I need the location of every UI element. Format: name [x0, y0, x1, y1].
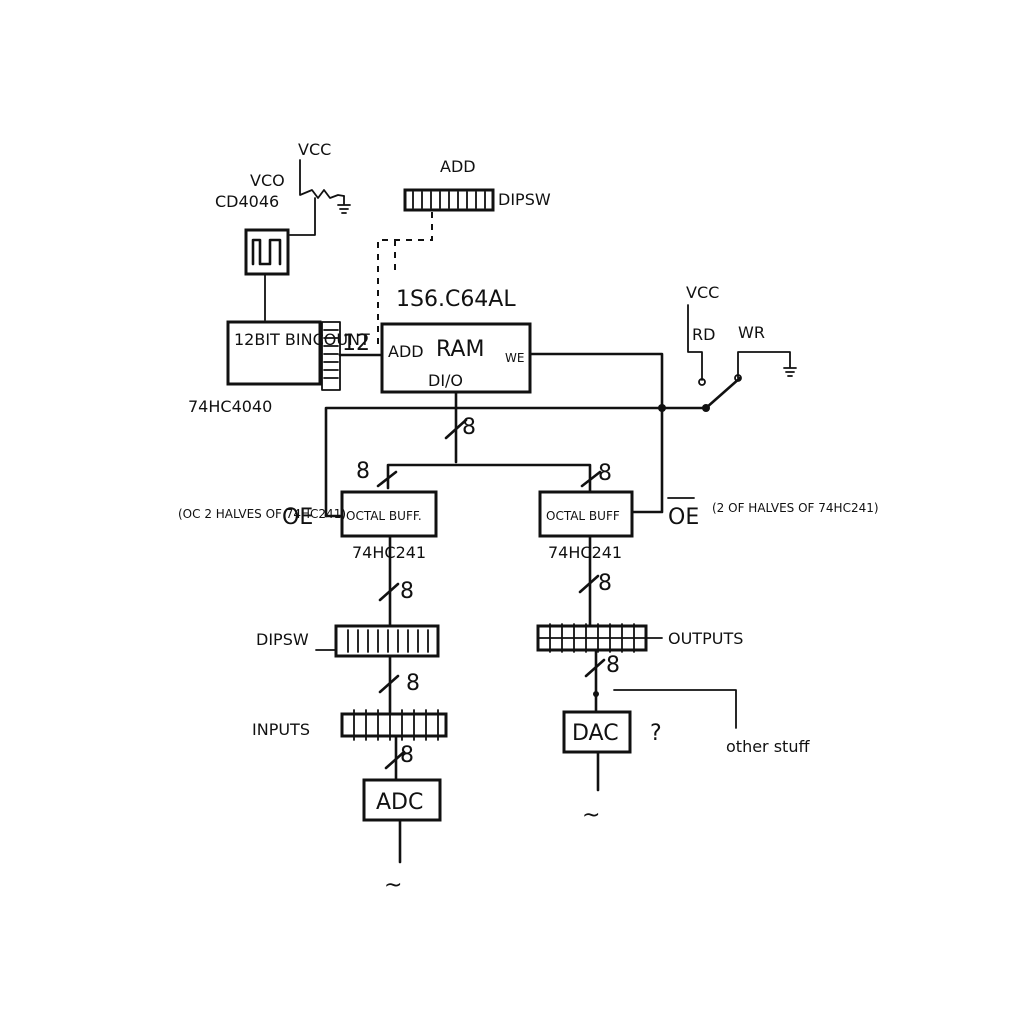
bus-left-slash	[376, 470, 398, 488]
bus-right-label: 8	[598, 461, 612, 486]
counter-bus-pins	[323, 329, 339, 379]
dipsw-top-label: DIPSW	[498, 190, 551, 209]
switch-lever	[704, 376, 742, 410]
vco-feed-wire	[289, 197, 316, 236]
bus-right-slash	[580, 470, 602, 488]
other-stuff-label: other stuff	[726, 737, 810, 756]
ram-addr-pin: ADD	[388, 342, 424, 361]
question-mark: ?	[650, 721, 662, 746]
data-bus-split	[386, 463, 592, 494]
bus-main-label: 8	[462, 415, 476, 440]
output-connector-pins	[537, 623, 647, 653]
bus-l3-label: 8	[406, 671, 420, 696]
dipswitch-left-keys	[347, 629, 429, 653]
oe-control-wire	[324, 406, 708, 518]
bus-l2-label: 8	[400, 579, 414, 604]
square-wave-icon	[251, 238, 282, 266]
input-connector-pins	[353, 709, 439, 741]
adc-box	[362, 778, 442, 822]
vcc-right-label: VCC	[686, 283, 719, 302]
outputs-label: OUTPUTS	[668, 629, 743, 648]
ram-we-pin: WE	[505, 351, 524, 365]
oe-right-label: OE	[668, 505, 699, 530]
wr-ground-wire	[737, 351, 797, 379]
bus-l4-slash	[384, 750, 406, 770]
bus-r2-label: 8	[598, 571, 612, 596]
dipswitch-left	[334, 624, 440, 658]
rd-wire	[687, 304, 703, 381]
addr-label: ADD	[440, 157, 476, 176]
bus-main-slash	[444, 418, 468, 440]
buffer-right-label: OCTAL BUFF	[546, 509, 620, 523]
bus-r2-slash	[578, 574, 600, 594]
ram-name: RAM	[436, 337, 484, 362]
bus-r3-slash	[584, 658, 606, 678]
wr-label: WR	[738, 323, 765, 342]
oe-right-wire	[630, 406, 664, 514]
buffer-right-part: 74HC241	[548, 543, 622, 562]
output-junction	[593, 691, 599, 697]
bus-l2-slash	[378, 582, 400, 602]
rd-label: RD	[692, 325, 715, 344]
bus-left-label: 8	[356, 459, 370, 484]
ground-icon	[337, 195, 351, 214]
dac-label: DAC	[572, 721, 619, 746]
oe-left-label: OE	[282, 505, 313, 530]
sine-left: ~	[384, 873, 402, 898]
bus-l4-label: 8	[400, 743, 414, 768]
oe-note-left: (OC 2 HALVES OF 74HC241)	[178, 507, 346, 521]
buffer-left-label: OCTAL BUFF.	[346, 509, 422, 523]
bus-l3-slash	[378, 674, 400, 694]
vco-box	[244, 228, 290, 276]
cd4046-label: CD4046	[215, 192, 279, 211]
ram-part-label: 1S6.C64AL	[396, 287, 516, 312]
counter-label-text: 12BIT BINCOUNT	[234, 330, 370, 349]
sine-right: ~	[582, 803, 600, 828]
ram-io-pin: DI/O	[428, 371, 463, 390]
addr-dashed-wire	[377, 212, 433, 345]
counter-label: 12BIT BINCOUNT	[234, 330, 370, 349]
counter-part-label: 74HC4040	[188, 397, 272, 416]
input-connector	[340, 712, 448, 738]
adc-label: ADC	[376, 790, 423, 815]
rd-contact	[698, 378, 706, 386]
counter-box	[226, 320, 322, 386]
we-wire	[528, 352, 664, 410]
vco-label: VCO	[250, 171, 285, 190]
oe-note-right: (2 OF HALVES OF 74HC241)	[712, 501, 879, 515]
other-stuff-wire	[613, 689, 737, 729]
resistor-symbol	[299, 159, 345, 199]
dipswitch-top-keys	[412, 191, 486, 209]
vcc-top-label: VCC	[298, 140, 331, 159]
dipswitch-top	[403, 188, 495, 212]
bus-12-label: 12	[342, 331, 370, 356]
buffer-right-box	[538, 490, 634, 538]
inputs-label: INPUTS	[252, 720, 310, 739]
bus-r3-label: 8	[606, 653, 620, 678]
dipsw-left-label: DIPSW	[256, 630, 309, 649]
